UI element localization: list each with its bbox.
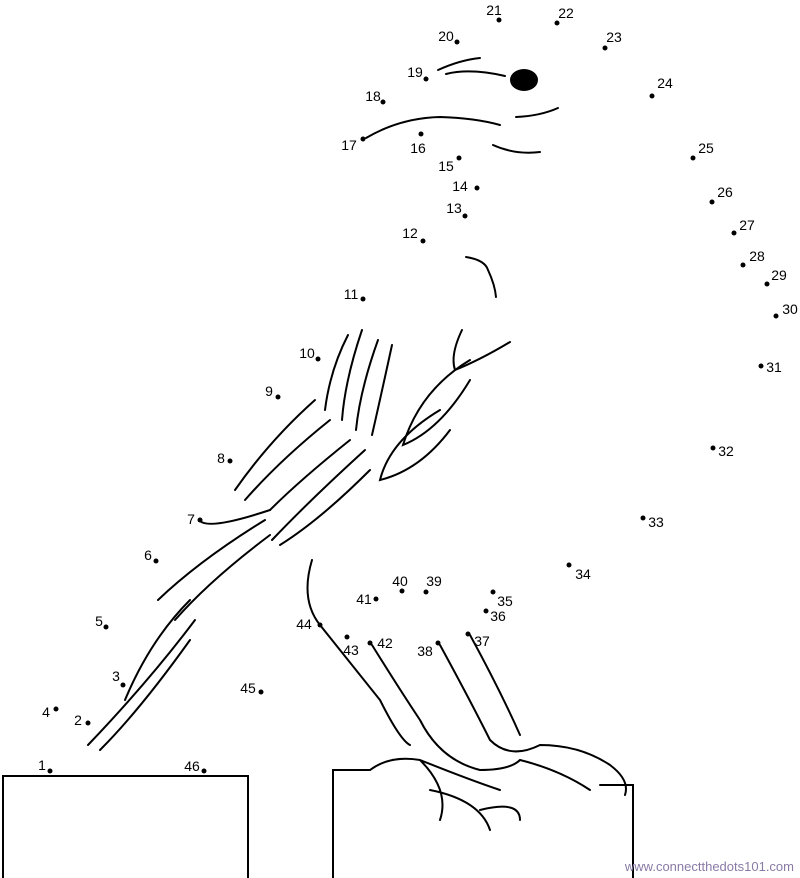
dot-10[interactable] <box>315 356 321 362</box>
bird-eye <box>510 69 538 91</box>
dot-label-6: 6 <box>144 547 152 563</box>
dot-label-3: 3 <box>112 668 120 684</box>
dot-14[interactable] <box>474 185 480 191</box>
dot-label-20: 20 <box>438 28 454 44</box>
dot-44[interactable] <box>317 622 323 628</box>
dot-label-33: 33 <box>648 514 664 530</box>
dot-label-14: 14 <box>452 178 468 194</box>
dot-label-4: 4 <box>42 704 50 720</box>
dot-label-9: 9 <box>265 383 273 399</box>
dot-38[interactable] <box>435 640 441 646</box>
dot-33[interactable] <box>640 515 646 521</box>
dot-30[interactable] <box>773 313 779 319</box>
right-post <box>332 769 634 878</box>
dot-label-19: 19 <box>407 64 423 80</box>
dot-label-7: 7 <box>187 511 195 527</box>
dot-label-5: 5 <box>95 613 103 629</box>
dot-22[interactable] <box>554 20 560 26</box>
dot-40[interactable] <box>399 588 405 594</box>
dot-39[interactable] <box>423 589 429 595</box>
dot-label-10: 10 <box>299 345 315 361</box>
dot-label-36: 36 <box>490 608 506 624</box>
dot-29[interactable] <box>764 281 770 287</box>
dot-34[interactable] <box>566 562 572 568</box>
dot-label-28: 28 <box>749 248 765 264</box>
dot-label-15: 15 <box>438 158 454 174</box>
dot-label-39: 39 <box>426 573 442 589</box>
dot-19[interactable] <box>423 76 429 82</box>
dot-18[interactable] <box>380 99 386 105</box>
dot-label-29: 29 <box>771 267 787 283</box>
dot-12[interactable] <box>420 238 426 244</box>
dot-label-2: 2 <box>74 712 82 728</box>
dot-7[interactable] <box>197 517 203 523</box>
dot-label-12: 12 <box>402 225 418 241</box>
left-post <box>2 775 249 878</box>
dot-16[interactable] <box>418 131 424 137</box>
dot-13[interactable] <box>462 213 468 219</box>
dot-45[interactable] <box>258 689 264 695</box>
dot-9[interactable] <box>275 394 281 400</box>
dot-21[interactable] <box>496 17 502 23</box>
dot-28[interactable] <box>740 262 746 268</box>
dot-label-42: 42 <box>377 635 393 651</box>
dot-4[interactable] <box>53 706 59 712</box>
dot-label-27: 27 <box>739 217 755 233</box>
dot-label-30: 30 <box>782 301 798 317</box>
dot-label-25: 25 <box>698 140 714 156</box>
dot-label-43: 43 <box>343 642 359 658</box>
dot-37[interactable] <box>465 631 471 637</box>
dot-label-31: 31 <box>766 359 782 375</box>
dot-8[interactable] <box>227 458 233 464</box>
dot-35[interactable] <box>490 589 496 595</box>
dot-label-24: 24 <box>657 75 673 91</box>
dot-5[interactable] <box>103 624 109 630</box>
dot-label-41: 41 <box>356 591 372 607</box>
dot-label-1: 1 <box>38 757 46 773</box>
dot-36[interactable] <box>483 608 489 614</box>
dot-label-46: 46 <box>184 758 200 774</box>
dot-15[interactable] <box>456 155 462 161</box>
dot-label-34: 34 <box>575 566 591 582</box>
dot-32[interactable] <box>710 445 716 451</box>
dot-11[interactable] <box>360 296 366 302</box>
dot-1[interactable] <box>47 768 53 774</box>
dot-label-16: 16 <box>410 140 426 156</box>
dot-label-44: 44 <box>296 616 312 632</box>
dot-17[interactable] <box>360 136 366 142</box>
dot-27[interactable] <box>731 230 737 236</box>
watermark: www.connectthedots101.com <box>624 859 794 874</box>
dot-41[interactable] <box>373 596 379 602</box>
dot-label-35: 35 <box>497 593 513 609</box>
dot-label-38: 38 <box>417 643 433 659</box>
dot-label-32: 32 <box>718 443 734 459</box>
dot-label-45: 45 <box>240 680 256 696</box>
dot-label-18: 18 <box>365 88 381 104</box>
dot-3[interactable] <box>120 682 126 688</box>
dot-26[interactable] <box>709 199 715 205</box>
dot-label-22: 22 <box>558 5 574 21</box>
dot-31[interactable] <box>758 363 764 369</box>
dot-43[interactable] <box>344 634 350 640</box>
dot-label-21: 21 <box>486 2 502 18</box>
dot-46[interactable] <box>201 768 207 774</box>
dot-label-40: 40 <box>392 573 408 589</box>
dot-label-37: 37 <box>474 633 490 649</box>
dot-25[interactable] <box>690 155 696 161</box>
dot-label-8: 8 <box>217 450 225 466</box>
dot-label-26: 26 <box>717 184 733 200</box>
dot-23[interactable] <box>602 45 608 51</box>
dot-24[interactable] <box>649 93 655 99</box>
dot-label-23: 23 <box>606 29 622 45</box>
dot-6[interactable] <box>153 558 159 564</box>
dot-label-11: 11 <box>343 286 359 302</box>
dot-label-17: 17 <box>341 137 357 153</box>
dot-42[interactable] <box>367 640 373 646</box>
dot-2[interactable] <box>85 720 91 726</box>
dot-label-13: 13 <box>446 200 462 216</box>
dot-20[interactable] <box>454 39 460 45</box>
